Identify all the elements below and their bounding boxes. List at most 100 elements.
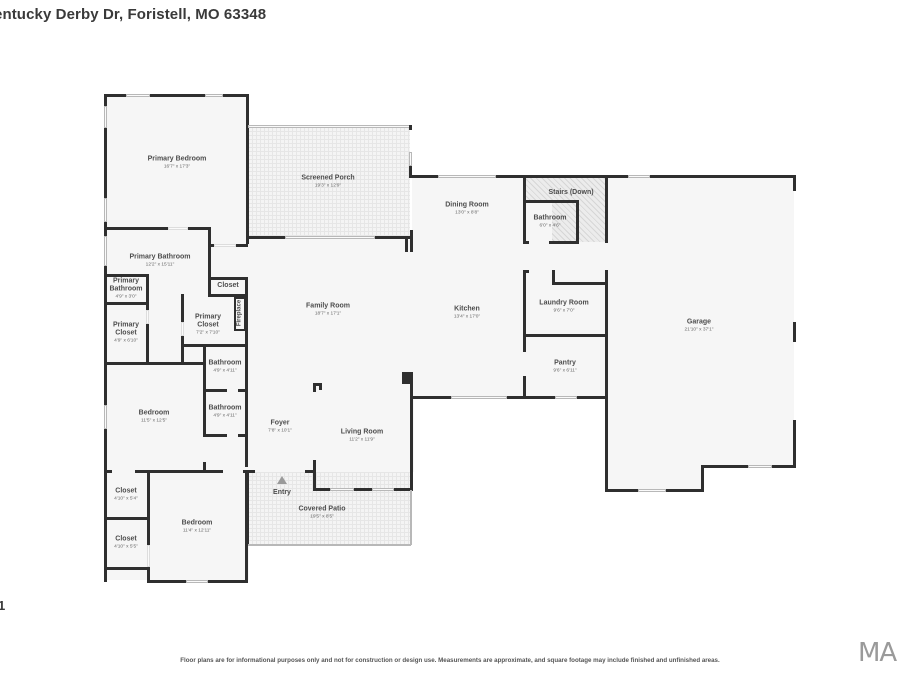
wall [135,470,223,473]
door-opening [214,244,236,247]
wall [104,517,149,520]
wall [104,567,149,570]
wall [410,372,413,490]
wall [319,383,322,390]
wall [104,94,107,234]
covered-patio-floor [248,472,411,545]
wall [552,282,608,285]
window [205,94,223,97]
door-opening [146,310,149,324]
wall [104,94,249,97]
wall [405,236,408,252]
wall [104,470,112,473]
garage-floor [608,176,794,490]
wall [549,241,579,244]
porch-door [285,236,375,239]
wall [605,175,608,243]
wall [410,396,608,399]
wall [104,274,148,277]
brand-logo: MA [858,638,897,668]
wall [104,302,148,305]
wall [246,94,249,244]
room-stairs-down: Stairs (Down) [548,188,594,196]
wall [203,462,206,472]
door-opening [181,322,184,336]
wall [245,277,248,467]
window [372,488,394,491]
patio-edge [410,490,412,545]
wall [313,460,316,490]
wall [409,125,412,130]
wall [409,166,412,178]
wall [147,470,150,582]
wall [209,294,247,297]
wall [104,227,210,230]
property-address: entucky Derby Dr, Foristell, MO 63348 [0,6,267,23]
wall [793,420,796,468]
wall [552,270,555,284]
primary-bedroom-floor [104,96,247,230]
wall [203,389,227,392]
wall [313,384,316,392]
screened-porch-floor [248,127,410,237]
door-opening [168,227,188,230]
wall [313,383,322,386]
wall [793,322,796,342]
wall [576,200,579,243]
wall [410,175,796,178]
wall [243,470,255,473]
window [628,175,650,178]
wall [238,434,247,437]
wall [203,362,206,374]
door-opening [147,545,150,567]
wall [793,175,796,191]
fireplace-label: Fireplace [236,299,243,327]
wall [523,270,526,352]
wall [209,277,247,280]
wall [523,376,526,398]
wall [104,362,204,365]
wall [523,241,529,244]
window [126,94,150,97]
wall [203,434,227,437]
window [451,396,507,399]
window [104,405,107,429]
fireplace-box [234,297,246,331]
wall [181,344,247,347]
wall [313,488,413,491]
screen [248,125,410,128]
screen [409,152,412,166]
wall [208,227,211,297]
window [104,236,107,266]
wall [523,200,579,203]
window [555,396,577,399]
entry-label: Entry [273,488,291,496]
wall [701,465,704,492]
window [438,175,496,178]
wall [402,372,410,384]
bathroom-3-floor [526,202,552,242]
wall [246,470,249,545]
disclaimer-text: Floor plans are for informational purpos… [180,657,720,664]
